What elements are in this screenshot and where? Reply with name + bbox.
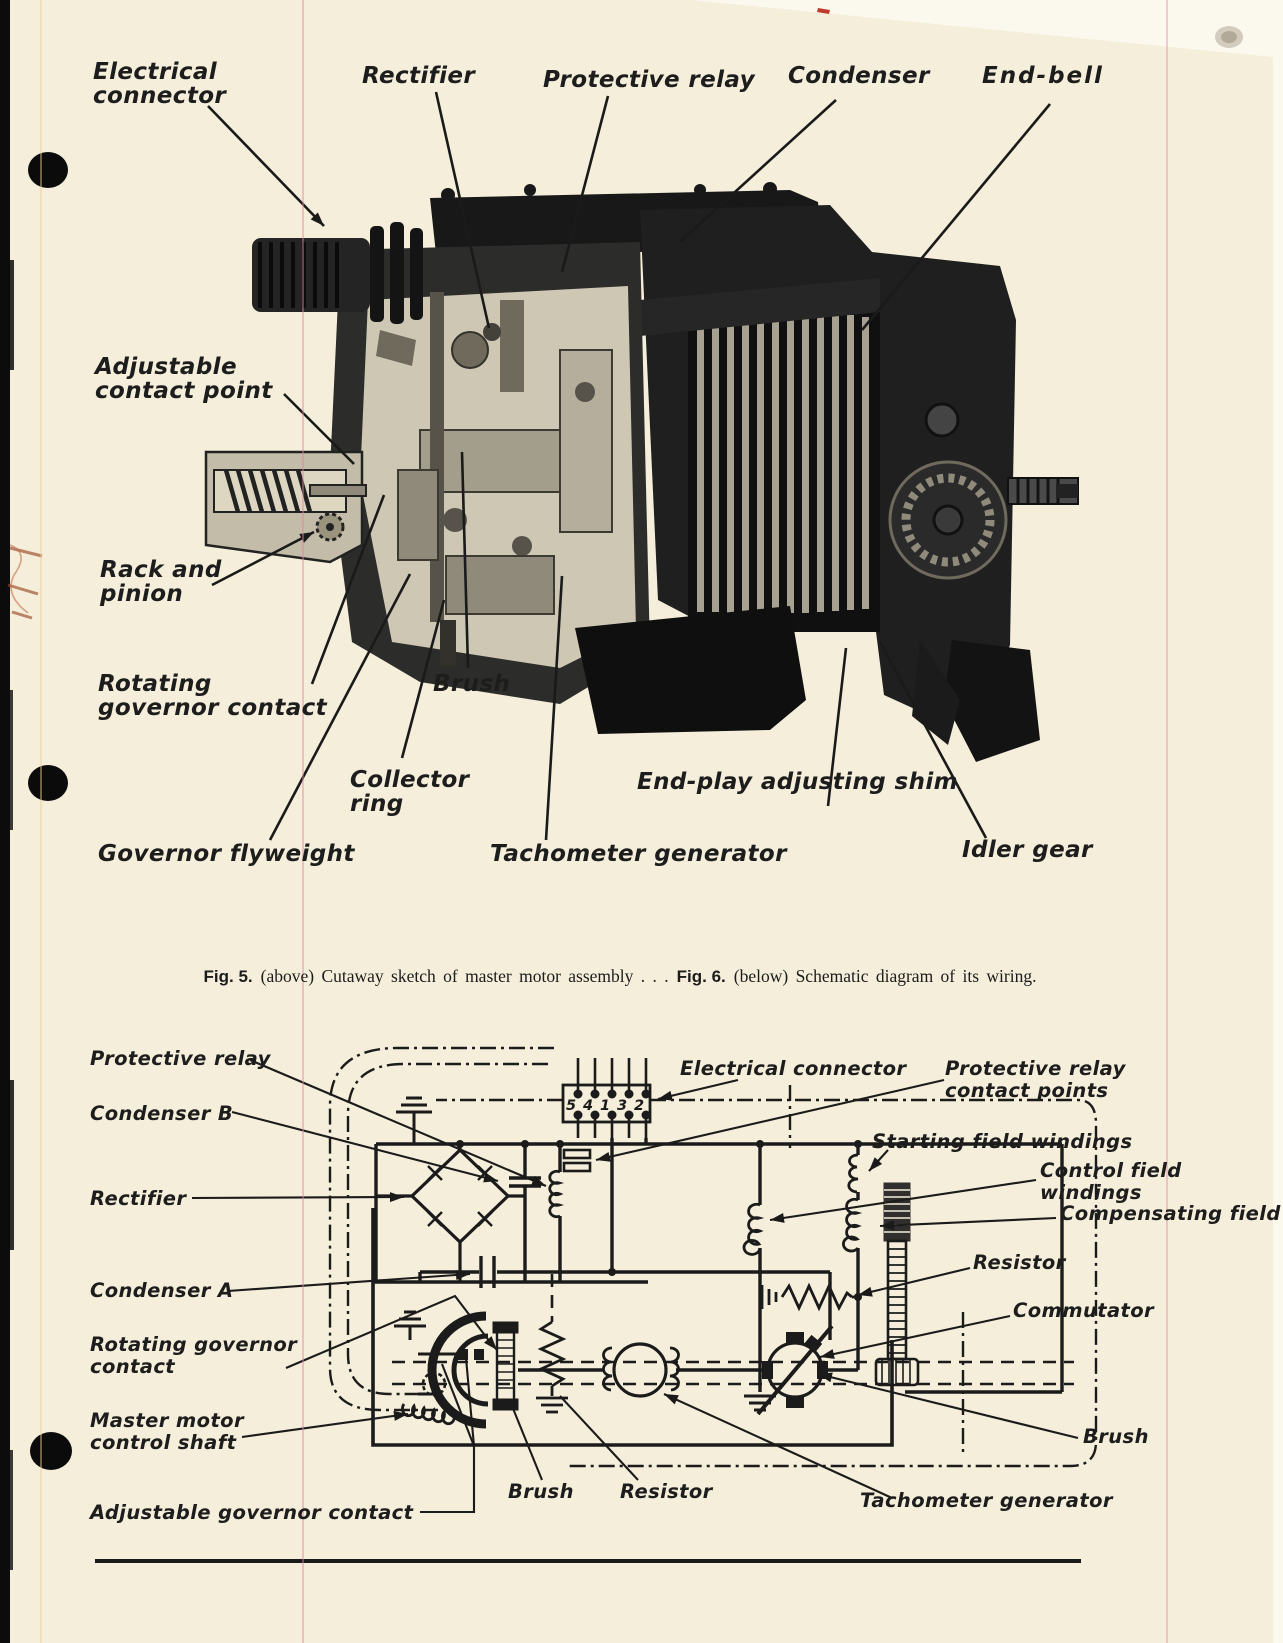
fig6-label-rectifier: Rectifier <box>90 1187 187 1210</box>
leader-arrowhead <box>858 1286 873 1297</box>
governor-mechanism <box>394 1310 489 1429</box>
fig5-label-end-bell: End-bell <box>982 63 1104 89</box>
fig6-label-master-motor-control-shaft: Master motor control shaft <box>90 1409 244 1454</box>
fig5-motor-cutaway <box>204 182 1079 762</box>
fig6-label-control-field-windings: Control field windings <box>1040 1159 1182 1204</box>
fig6-label-protective-relay: Protective relay <box>90 1047 271 1070</box>
condenser-a-symbol <box>479 1256 496 1288</box>
leader-arrowhead <box>455 1269 470 1280</box>
field-windings <box>742 1153 863 1256</box>
fig5-label-tachometer-generator: Tachometer generator <box>490 841 787 867</box>
fig6-caption-text: (below) Schematic diagram of its wiring. <box>733 966 1037 986</box>
connector-pin-label: 2 <box>634 1098 644 1114</box>
page-tear-mark <box>7 546 43 620</box>
fig5-label-governor-flyweight: Governor flyweight <box>98 841 355 867</box>
leader-arrowhead <box>393 1410 408 1421</box>
fig6-label-adjustable-governor-contact: Adjustable governor contact <box>90 1501 414 1524</box>
fig6-number: Fig. 6. <box>676 967 726 986</box>
fig5-leader-lines <box>207 91 1051 841</box>
connector-pin-label: 5 <box>566 1098 576 1114</box>
control-field-coil <box>742 1202 765 1256</box>
leader-arrowhead <box>770 1212 785 1223</box>
leader-arrowhead <box>664 1394 679 1405</box>
fig5-label-adjustable-contact-point: Adjustable contact point <box>95 354 273 405</box>
fig5-label-collector-ring: Collector ring <box>350 767 470 818</box>
relay-coil <box>548 1169 565 1219</box>
bottom-rule <box>95 1559 1081 1563</box>
fig6-label-starting-field-windings: Starting field windings <box>872 1130 1133 1153</box>
connector-pin-label: 1 <box>600 1098 610 1114</box>
adjusting-rod <box>874 1182 920 1387</box>
interior-machinery <box>376 292 613 666</box>
leader-arrowhead <box>484 1336 497 1350</box>
connector-pin-label: 4 <box>582 1098 593 1114</box>
shield-boundary <box>328 1046 1098 1468</box>
punch-holes <box>28 152 72 1470</box>
fig6-label-resistor-bottom: Resistor <box>620 1480 713 1503</box>
fig5-label-condenser: Condenser <box>788 63 930 89</box>
red-ink-mark <box>817 8 830 14</box>
fig5-caption-text: (above) Cutaway sketch of master motor a… <box>260 966 669 986</box>
fig5-label-idler-gear: Idler gear <box>962 837 1093 863</box>
fig5-label-protective-relay: Protective relay <box>543 67 756 93</box>
fig5-label-rack-and-pinion: Rack and pinion <box>100 557 222 608</box>
leader-arrowhead <box>596 1151 611 1162</box>
commutator-symbol <box>756 1324 834 1416</box>
leader-arrowhead <box>818 1372 833 1383</box>
leader-arrowhead <box>310 212 324 226</box>
leader-arrowhead <box>389 1192 404 1203</box>
fig5-label-rotating-governor-contact: Rotating governor contact <box>98 671 328 722</box>
fig6-label-brush-right: Brush <box>1083 1425 1149 1448</box>
fig6-label-rotating-governor-contact: Rotating governor contact <box>90 1333 298 1378</box>
fig6-label-brush-bottom: Brush <box>508 1480 574 1503</box>
fig6-schematic: 5 4 1 3 2 <box>191 1046 1098 1514</box>
leader-arrowhead <box>658 1090 673 1101</box>
fig6-leader-lines <box>191 1059 1079 1514</box>
margin-line <box>40 0 42 1643</box>
fig6-label-resistor-right: Resistor <box>973 1251 1066 1274</box>
leader-arrowhead <box>531 1175 546 1186</box>
connector-box: 5 4 1 3 2 <box>561 1058 652 1138</box>
starting-field-coil <box>847 1153 859 1194</box>
connector-pin-label: 3 <box>617 1098 627 1114</box>
relay-contact-points <box>562 1148 592 1173</box>
fig6-label-compensating-field: Compensating field <box>1060 1202 1281 1225</box>
fig6-label-commutator: Commutator <box>1013 1299 1155 1322</box>
ground-symbol <box>396 1096 432 1144</box>
fig5-label-rectifier: Rectifier <box>362 63 476 89</box>
margin-line <box>302 0 304 1643</box>
figure-caption: Fig. 5. (above) Cutaway sketch of master … <box>0 966 1240 987</box>
resistor-right-symbol <box>760 1282 858 1312</box>
margin-line <box>1166 0 1168 1643</box>
leader-arrowhead <box>820 1349 835 1359</box>
fig5-label-electrical-connector: Electrical connector <box>93 59 227 110</box>
brush-bar-symbol <box>492 1321 519 1411</box>
compensating-field-coil <box>842 1197 863 1253</box>
fig6-label-electrical-connector: Electrical connector <box>680 1057 907 1080</box>
fig5-label-end-play-adjusting-shim: End-play adjusting shim <box>637 769 959 795</box>
fig6-label-tachometer-generator: Tachometer generator <box>860 1489 1113 1512</box>
fig6-label-condenser-b: Condenser B <box>90 1102 234 1125</box>
fig5-number: Fig. 5. <box>203 967 253 986</box>
leader-arrowhead <box>869 1157 883 1171</box>
leader-arrowhead <box>880 1220 895 1231</box>
fig6-label-protective-relay-contact-points: Protective relay contact points <box>945 1057 1126 1102</box>
leader-arrowhead <box>483 1172 498 1183</box>
leader-arrowhead <box>299 532 314 543</box>
worm-shaft <box>401 1403 456 1426</box>
fig5-label-brush: Brush <box>433 671 511 697</box>
bridge-rectifier <box>376 1144 525 1282</box>
fig6-label-condenser-a: Condenser A <box>90 1279 234 1302</box>
tachometer-generator-symbol <box>602 1342 680 1398</box>
